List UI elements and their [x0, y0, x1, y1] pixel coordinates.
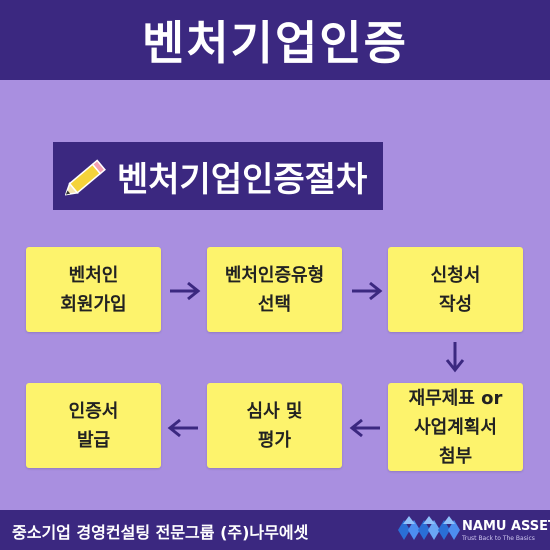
page-header: 벤처기업인증: [0, 0, 550, 80]
logo-name: NAMU ASSET: [462, 519, 550, 534]
step-label: 재무제표 or 사업계획서 첨부: [408, 387, 503, 467]
step-label: 심사 및 평가: [246, 400, 303, 451]
arrow-left-icon: [349, 418, 380, 438]
step-application: 신청서 작성: [388, 247, 523, 332]
step-label: 신청서 작성: [430, 264, 481, 315]
step-attach-documents: 재무제표 or 사업계획서 첨부: [388, 383, 523, 471]
arrow-right-icon: [170, 281, 201, 301]
step-certificate: 인증서 발급: [26, 383, 161, 468]
page-title: 벤처기업인증: [142, 16, 408, 70]
arrow-down-icon: [445, 342, 465, 373]
page-footer: 중소기업 경영컨설팅 전문그룹 (주)나무에셋 NAMU ASSET Trust…: [0, 510, 550, 550]
step-label: 인증서 발급: [68, 400, 119, 451]
logo-tagline: Trust Back to The Basics: [462, 535, 535, 542]
step-signup: 벤처인 회원가입: [26, 247, 161, 332]
arrow-left-icon: [167, 418, 198, 438]
namu-asset-logo-icon: [398, 516, 460, 540]
section-banner: 벤처기업인증절차: [53, 142, 383, 210]
arrow-right-icon: [352, 281, 383, 301]
section-title: 벤처기업인증절차: [117, 159, 368, 200]
step-label: 벤처인증유형 선택: [224, 264, 325, 315]
pencil-icon: [65, 159, 106, 196]
step-review: 심사 및 평가: [207, 383, 342, 468]
step-select-type: 벤처인증유형 선택: [207, 247, 342, 332]
footer-text: 중소기업 경영컨설팅 전문그룹 (주)나무에셋: [12, 523, 309, 542]
company-logo: NAMU ASSET Trust Back to The Basics: [396, 514, 550, 546]
step-label: 벤처인 회원가입: [60, 264, 127, 315]
